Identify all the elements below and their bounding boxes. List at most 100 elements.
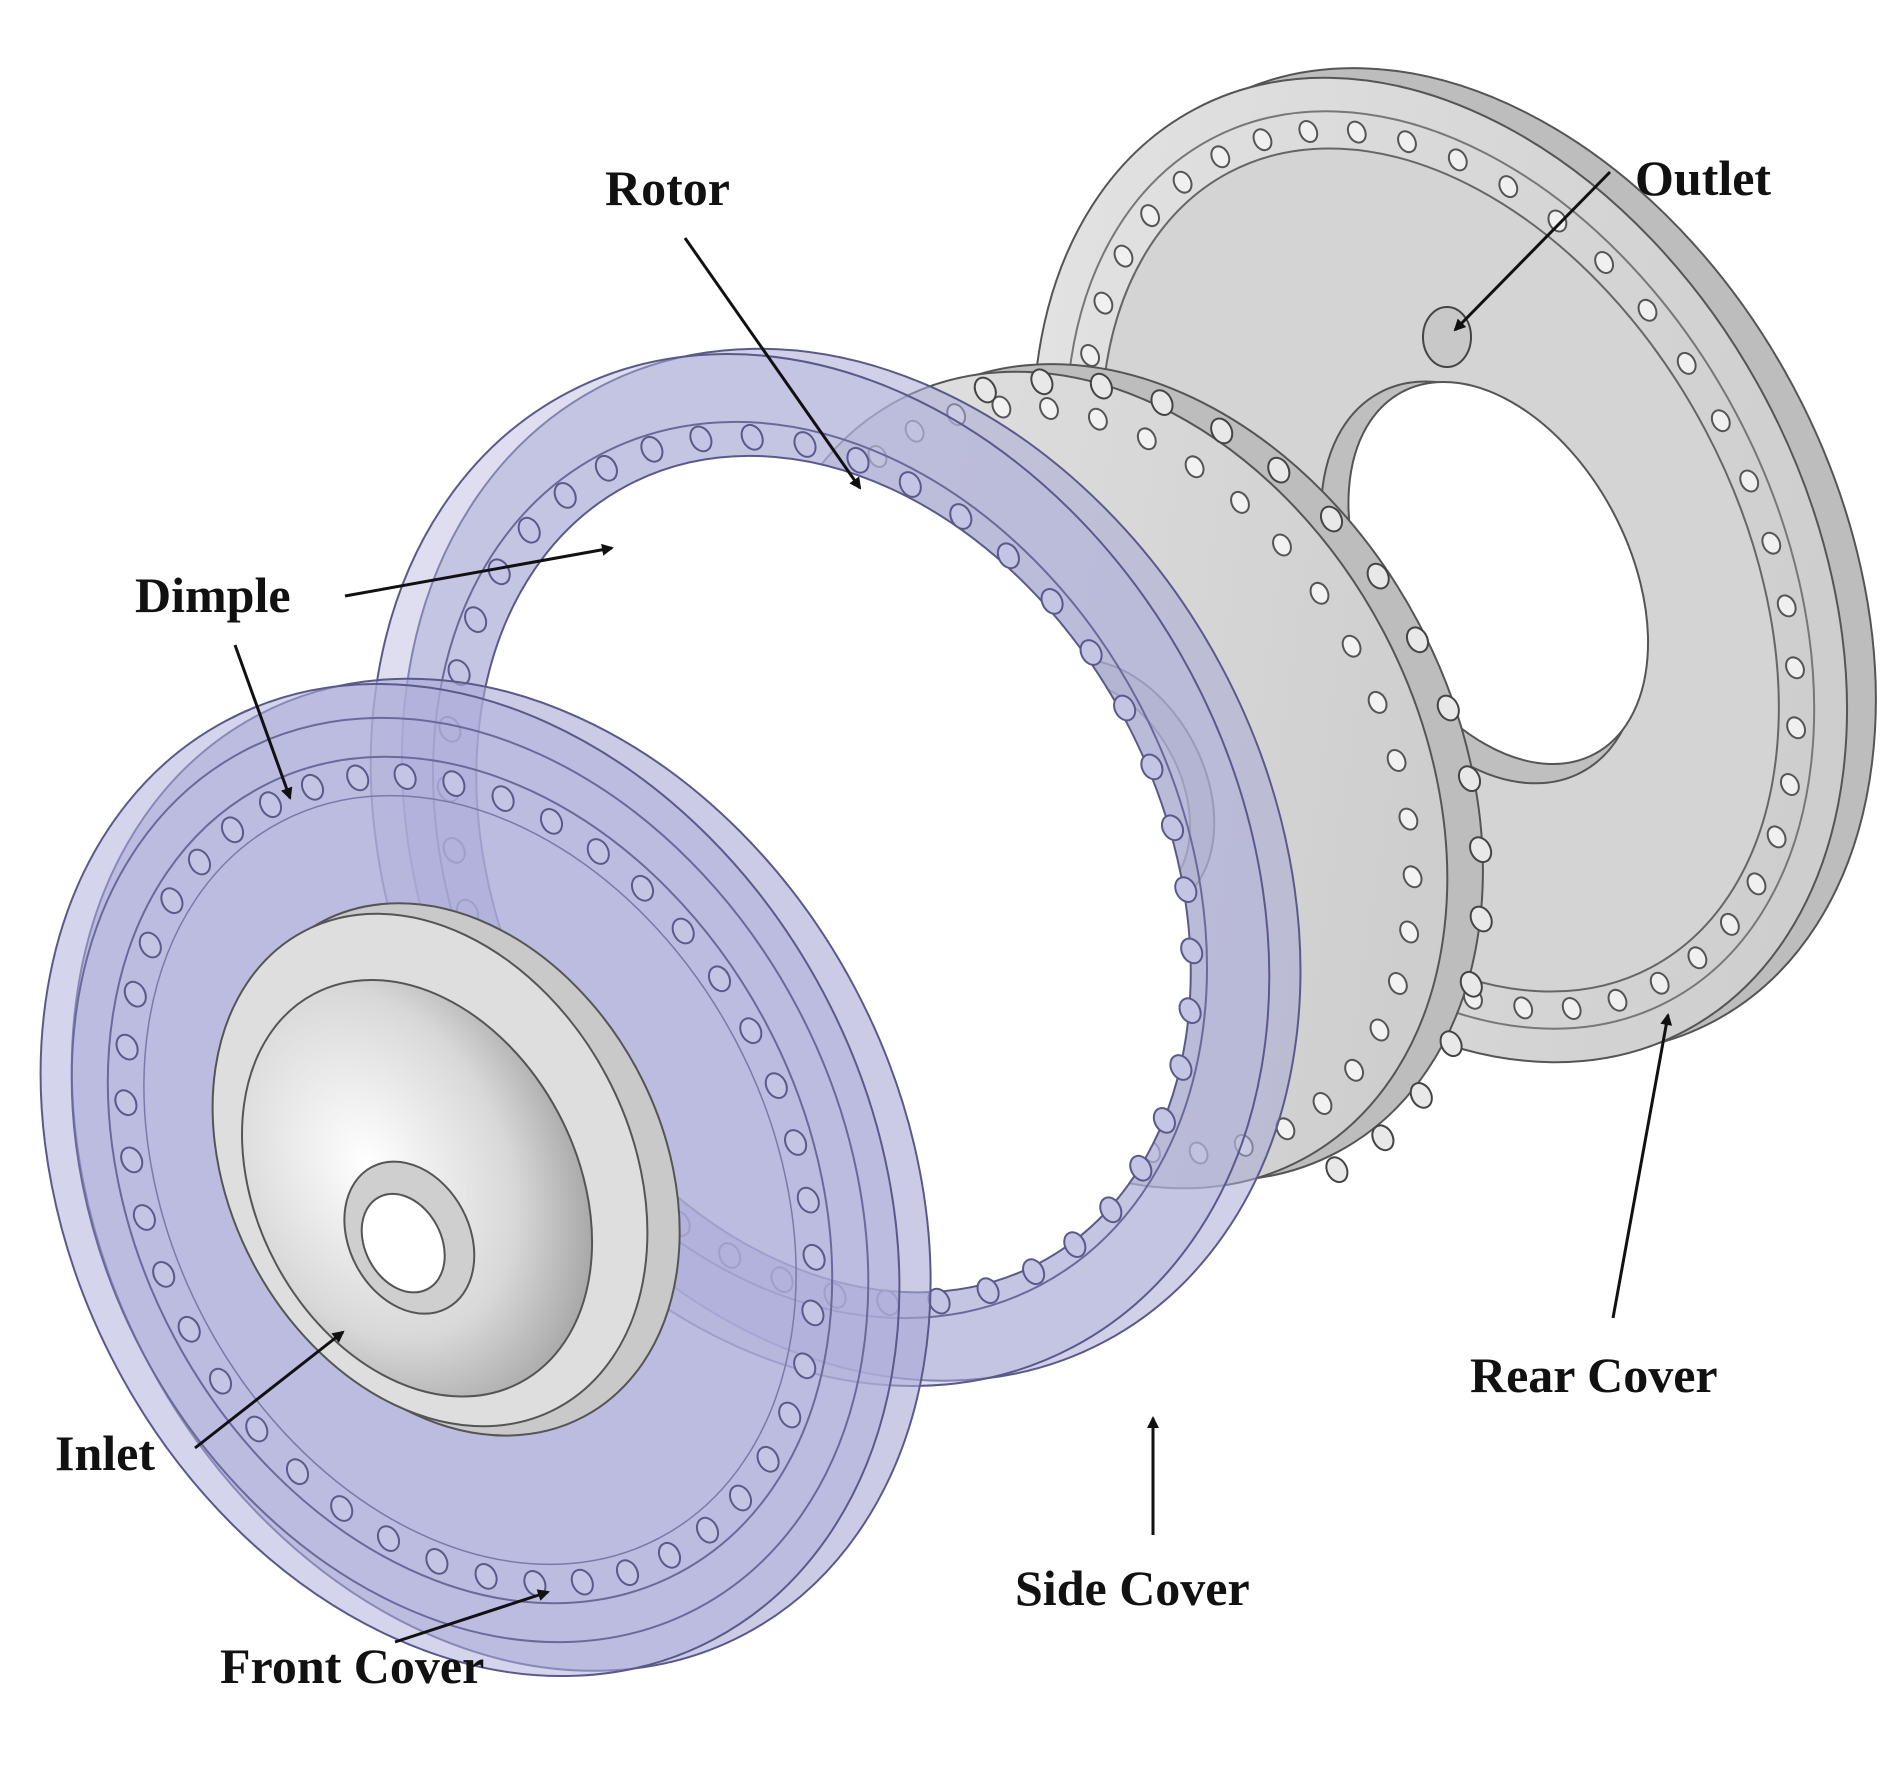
front-cover-dimple — [570, 1568, 594, 1596]
front-cover-dimple — [707, 965, 732, 993]
side-cover-dimple — [640, 435, 664, 463]
side-cover-dimple — [689, 425, 713, 453]
rotor-hole — [1230, 490, 1250, 514]
side-cover-dimple — [1180, 937, 1204, 965]
side-cover-label: Side Cover — [1015, 1560, 1250, 1616]
rotor-hole — [1312, 1092, 1333, 1115]
rotor-hole — [991, 395, 1012, 419]
front-cover-dimple — [586, 838, 610, 865]
dimple-label: Dimple — [135, 567, 291, 623]
rear-cover-hole — [1719, 912, 1740, 936]
rotor-rim-hole — [1439, 1030, 1463, 1058]
rotor-rim-hole — [1457, 765, 1482, 793]
side-cover-dimple — [1178, 997, 1202, 1025]
rotor-rim-hole — [1469, 836, 1493, 864]
rear-cover-hole — [1140, 204, 1161, 228]
rear-cover-hole — [1710, 409, 1731, 433]
side-cover-dimple — [1040, 588, 1064, 615]
front-cover-dimple — [442, 770, 466, 797]
front-cover-dimple — [115, 1033, 139, 1061]
side-cover-dimple — [1079, 639, 1103, 666]
side-cover-dimple — [949, 503, 973, 530]
front-cover-dimple — [393, 763, 417, 790]
side-cover-dimple — [1099, 1196, 1123, 1224]
front-cover-dimple — [739, 1017, 763, 1045]
side-cover-dimple — [1174, 876, 1198, 903]
front-cover-dimple — [123, 980, 147, 1008]
side-cover-dimple — [594, 454, 618, 482]
rear-cover-hole — [1761, 531, 1782, 555]
rear-cover-hole — [1397, 130, 1417, 154]
rear-cover-hole — [1687, 946, 1708, 970]
rear-cover-hole — [1776, 594, 1797, 618]
rotor-rim-hole — [1436, 694, 1460, 722]
front-cover-dimple — [630, 874, 655, 902]
rotor-rim-hole — [1150, 389, 1174, 416]
front-cover-part — [39, 677, 932, 1678]
rotor-rim-hole — [1405, 626, 1430, 654]
front-cover-leader — [394, 1589, 550, 1644]
rotor-rim-hole — [1366, 562, 1390, 590]
side-cover-dimple — [1113, 694, 1137, 722]
rear-cover-hole — [1561, 997, 1582, 1020]
rear-cover-hole — [1766, 825, 1787, 849]
side-cover-dimple — [1169, 1054, 1193, 1081]
front-cover-dimple — [300, 773, 325, 801]
front-cover-dimple — [425, 1548, 449, 1575]
dimple-leader-side — [344, 543, 614, 598]
rear-cover-hole — [1779, 773, 1800, 796]
rear-cover-hole — [1739, 469, 1760, 493]
front-cover-dimple — [671, 917, 695, 945]
front-cover-dimple — [346, 764, 370, 792]
front-cover-dimple — [160, 887, 184, 915]
front-cover-dimple — [539, 808, 564, 835]
front-cover-dimple — [330, 1495, 354, 1522]
rotor-rim-hole — [1459, 970, 1483, 998]
rotor-hole — [1184, 455, 1205, 479]
side-cover-dimple — [1152, 1107, 1176, 1134]
rear-cover-hole — [1447, 148, 1468, 172]
rotor-hole — [1402, 865, 1423, 889]
front-cover-dimple — [756, 1445, 780, 1473]
front-cover-dimple — [784, 1129, 808, 1156]
side-cover-dimple — [1129, 1154, 1153, 1182]
rotor-hole — [1369, 1018, 1390, 1042]
front-cover-dimple — [801, 1299, 825, 1327]
front-cover-dimple — [177, 1315, 201, 1343]
rotor-hole — [1387, 972, 1408, 995]
front-cover-dimple — [802, 1243, 826, 1271]
front-cover-dimple — [796, 1186, 820, 1214]
inlet-leader — [194, 1330, 345, 1450]
rear-cover-hole — [1210, 145, 1231, 169]
rotor-hole — [1309, 581, 1330, 605]
annotations: Rotor Outlet Dimple Inlet Front Cover Si… — [55, 150, 1771, 1694]
rotor-hole — [1344, 1058, 1365, 1082]
side-cover-dimple — [1063, 1231, 1087, 1258]
front-cover-dimple — [695, 1516, 720, 1544]
rear-cover-label: Rear Cover — [1470, 1347, 1718, 1403]
side-cover-dimple — [553, 482, 577, 509]
rotor-leader — [683, 237, 862, 490]
front-cover-dimple — [376, 1525, 401, 1552]
outlet-hole — [1422, 306, 1472, 368]
rear-cover-hole — [1676, 351, 1697, 375]
side-cover-dimple — [1022, 1258, 1046, 1286]
rotor-rim-hole — [1319, 505, 1344, 533]
rear-cover-hole — [1172, 170, 1193, 194]
rotor-hole — [1367, 690, 1388, 714]
rear-cover-hole — [1649, 971, 1670, 995]
front-cover-dimple — [657, 1541, 682, 1569]
front-cover-dimple — [220, 816, 245, 844]
front-cover-dimple — [258, 791, 283, 819]
inlet-label: Inlet — [55, 1425, 155, 1481]
side-cover-dimple — [996, 542, 1020, 570]
rotor-rim-hole — [1371, 1124, 1395, 1152]
rotor-hole — [1039, 397, 1059, 420]
rear-cover-hole — [1298, 120, 1319, 143]
side-cover-dimple — [846, 446, 870, 474]
side-cover-dimple — [898, 471, 922, 498]
rotor-rim-hole — [1089, 372, 1113, 400]
rotor-hole — [1087, 407, 1108, 431]
rotor-hole — [1136, 427, 1157, 451]
